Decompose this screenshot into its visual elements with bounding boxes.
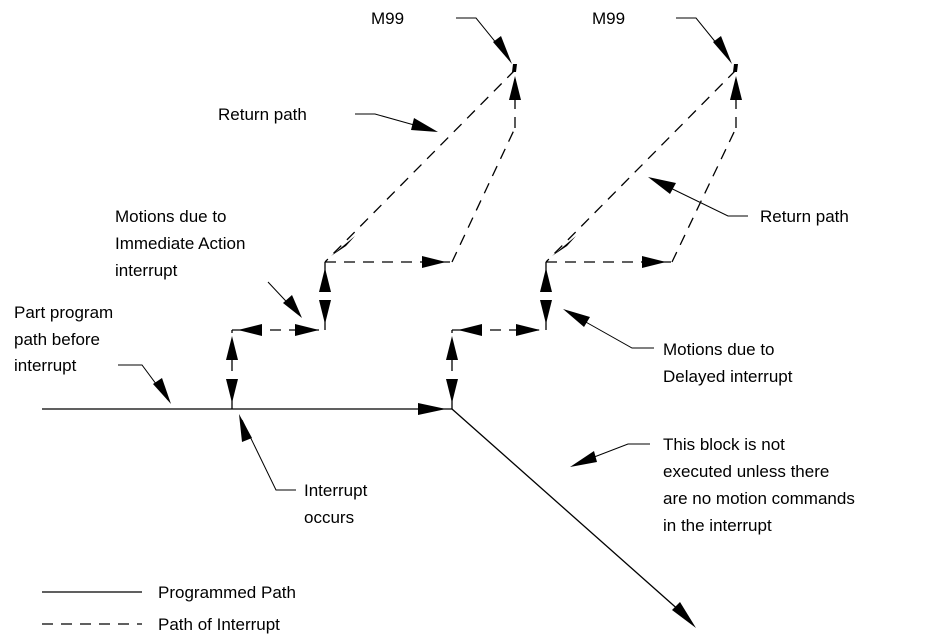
delayed-interrupt-path — [446, 64, 742, 409]
leader-delayed — [563, 309, 654, 349]
legend-interrupt-label: Path of Interrupt — [158, 615, 280, 634]
block-end-arrowhead — [672, 602, 696, 628]
legend: Programmed Path Path of Interrupt — [42, 583, 296, 634]
leader-immediate — [267, 281, 302, 318]
leader-part-program — [118, 364, 171, 404]
part-program-label: Part program path before interrupt — [14, 303, 118, 375]
leader-interrupt-occurs — [239, 414, 296, 491]
not-executed-label: This block is not executed unless there … — [663, 435, 860, 535]
leader-not-executed — [570, 443, 650, 467]
return-path-top-label: Return path — [218, 105, 307, 124]
leader-m99-left — [456, 17, 512, 64]
immediate-interrupt-label: Motions due to Immediate Action interrup… — [115, 207, 250, 280]
leader-return-path-right — [648, 177, 748, 217]
m99-right-label: M99 — [592, 9, 625, 28]
immediate-interrupt-path — [226, 64, 521, 409]
legend-programmed-label: Programmed Path — [158, 583, 296, 602]
leader-m99-right — [676, 17, 732, 64]
return-path-right-label: Return path — [760, 207, 849, 226]
programmed-path-unexecuted-block — [451, 408, 691, 621]
programmed-path-arrowhead — [418, 403, 446, 415]
delayed-interrupt-label: Motions due to Delayed interrupt — [663, 340, 793, 386]
m99-left-label: M99 — [371, 9, 404, 28]
leader-return-path-top — [355, 113, 438, 132]
interrupt-occurs-label: Interrupt occurs — [304, 481, 372, 527]
